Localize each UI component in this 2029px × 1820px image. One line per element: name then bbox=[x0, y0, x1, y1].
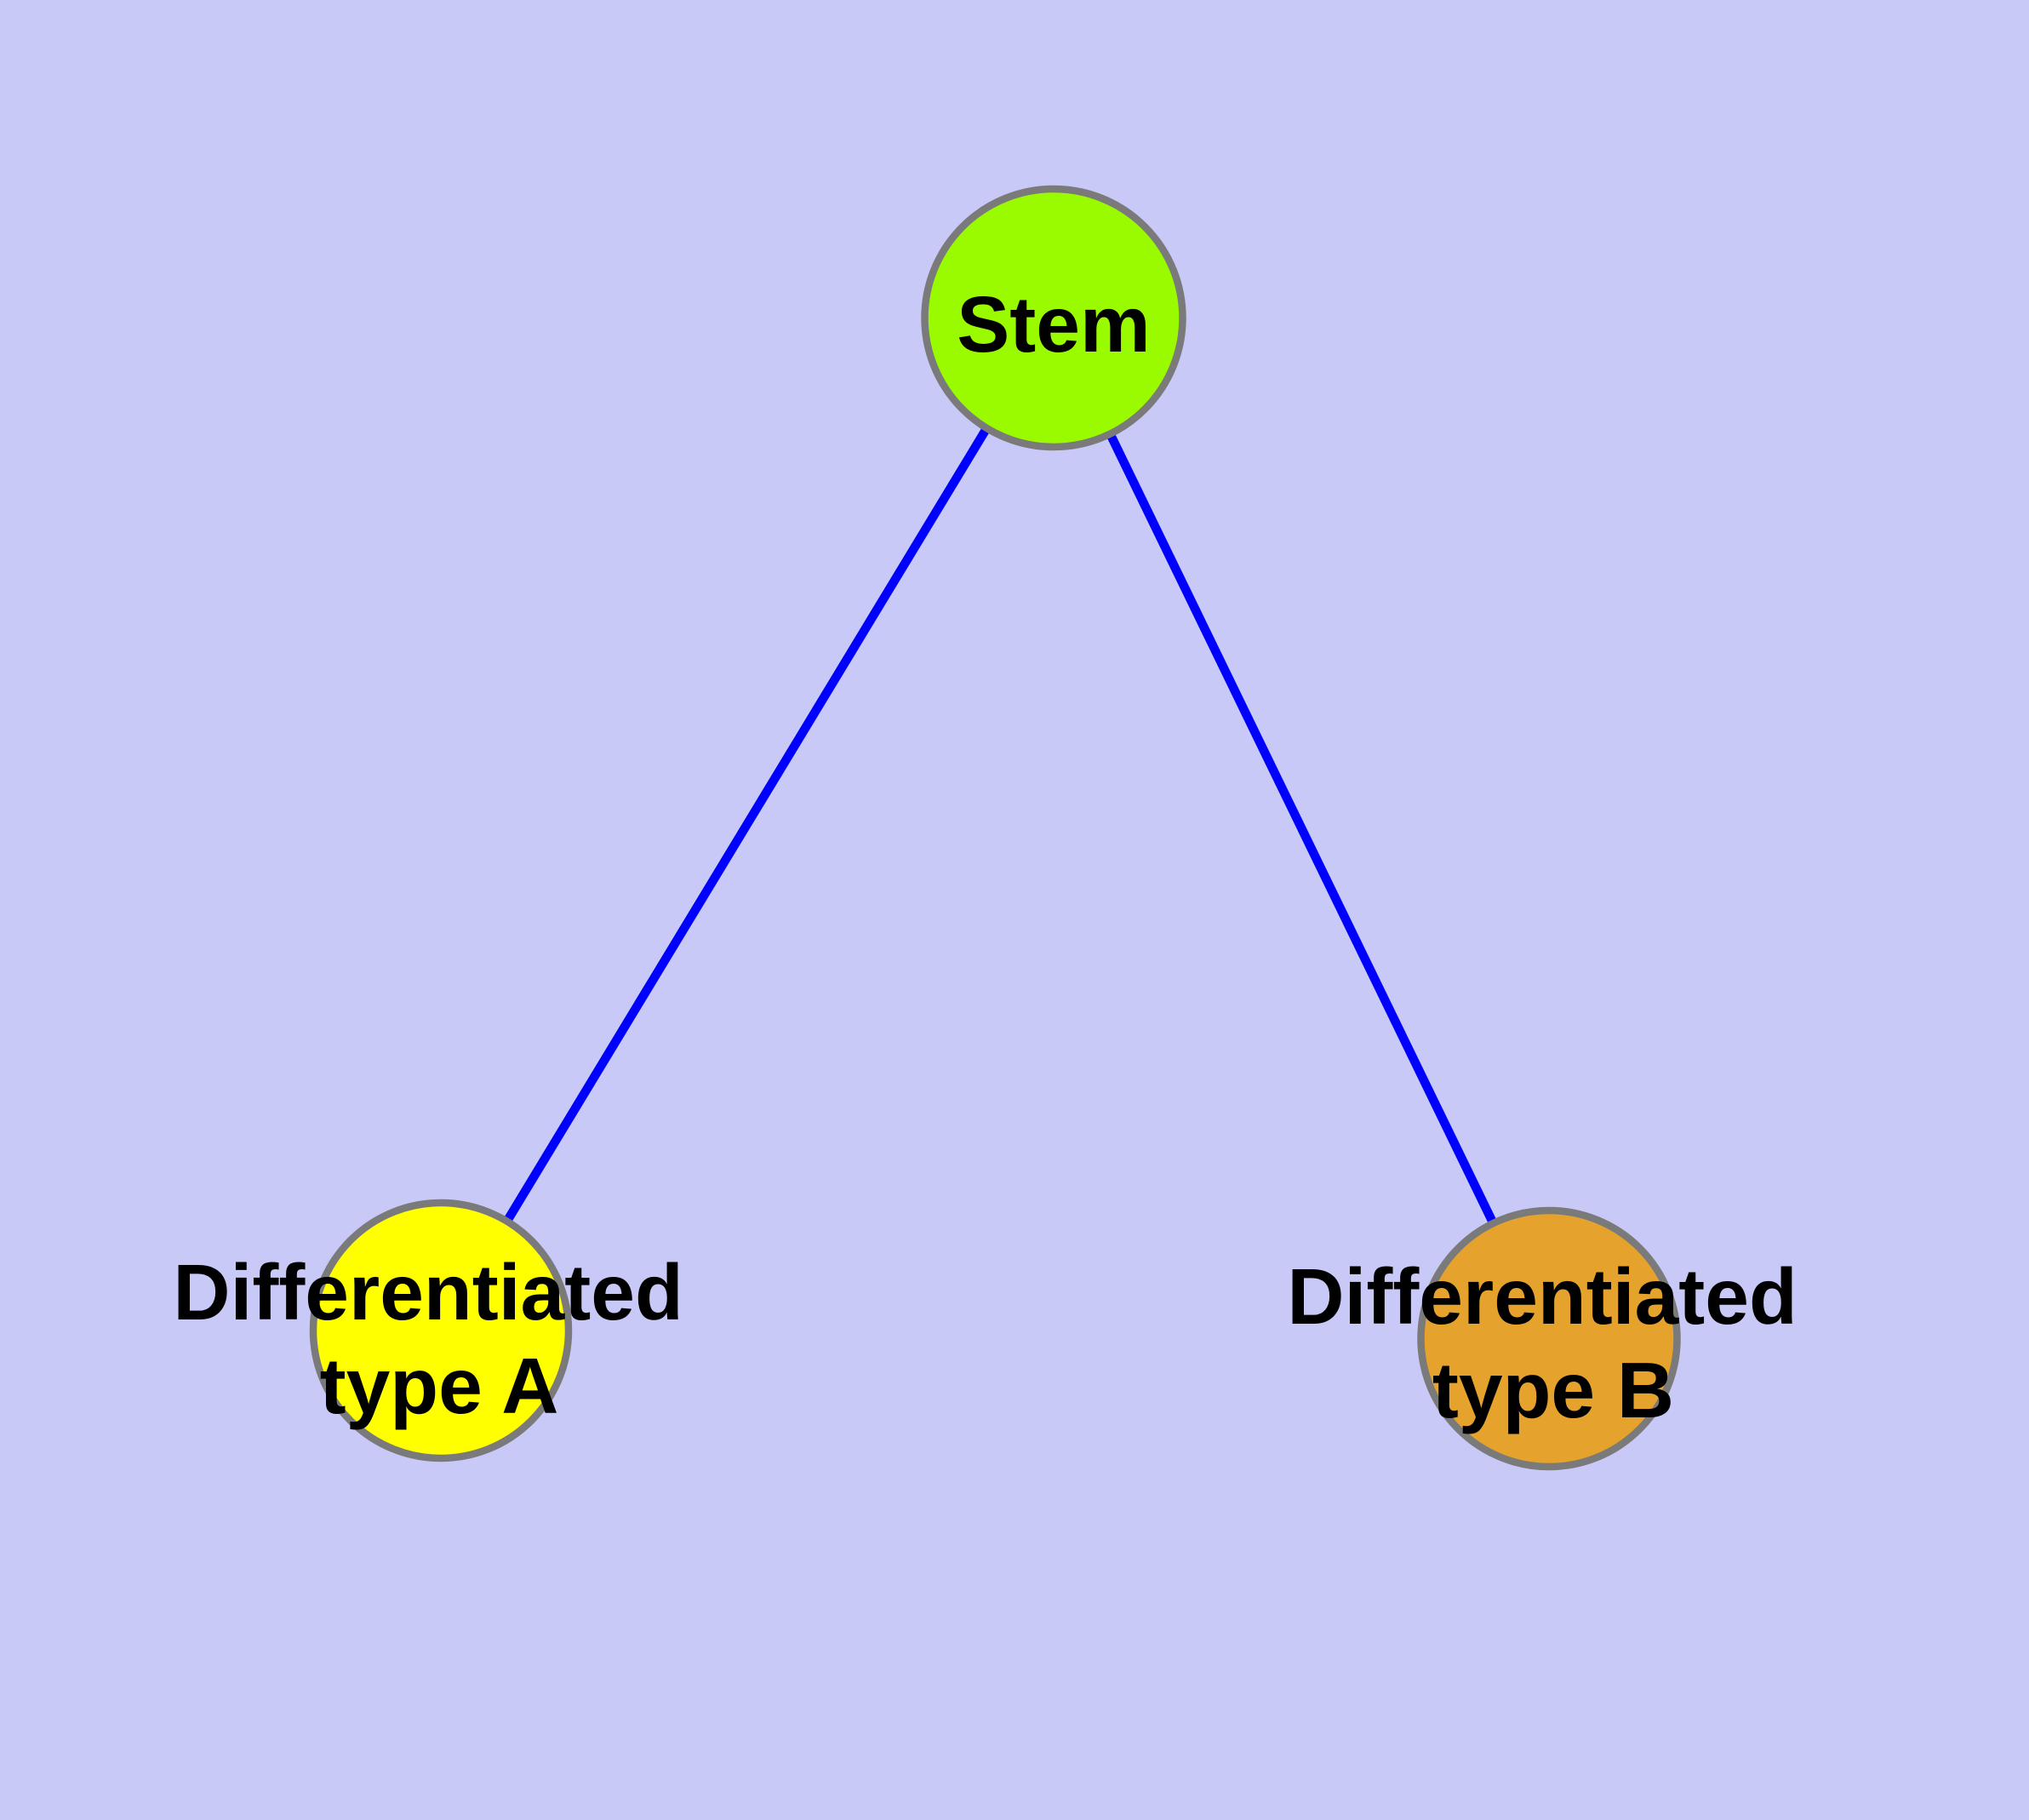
node-stem-label: Stem bbox=[957, 280, 1150, 369]
node-differentiated-type-a-label-line1: Differentiated bbox=[173, 1248, 683, 1336]
edge-stem-to-type-a bbox=[437, 315, 1058, 1333]
node-differentiated-type-b-label: Differentiated type B bbox=[1287, 1252, 1819, 1434]
node-differentiated-type-a-label: Differentiated type A bbox=[173, 1248, 705, 1430]
node-differentiated-type-b-circle bbox=[1417, 1206, 1681, 1471]
node-stem-circle bbox=[921, 185, 1186, 451]
node-differentiated-type-b-label-line2: type B bbox=[1432, 1346, 1674, 1434]
edge-stem-to-type-b bbox=[1049, 315, 1553, 1341]
node-differentiated-type-b-label-line1: Differentiated bbox=[1287, 1252, 1797, 1341]
node-differentiated-type-a-circle bbox=[309, 1199, 573, 1462]
node-differentiated-type-a-label-line2: type A bbox=[320, 1342, 559, 1430]
